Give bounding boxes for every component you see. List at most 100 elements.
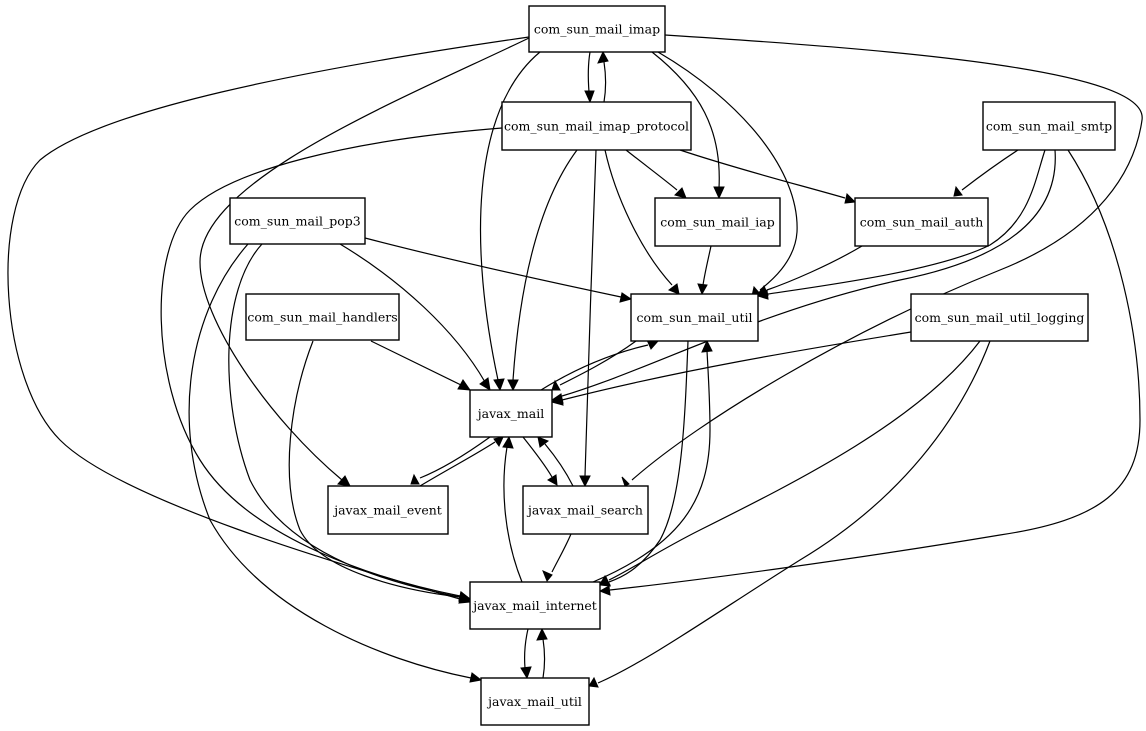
node-search: javax_mail_search xyxy=(522,485,649,535)
edge-handlers-to-internet xyxy=(288,340,472,602)
edge-event-to-javax_mail xyxy=(419,436,504,487)
node-auth: com_sun_mail_auth xyxy=(854,197,989,247)
node-box xyxy=(528,5,666,53)
arrowhead-icon xyxy=(551,379,561,391)
edge-line xyxy=(584,149,597,477)
arrowhead-icon xyxy=(507,379,519,392)
arrowhead-icon xyxy=(457,379,472,391)
edge-line xyxy=(544,443,574,487)
arrowhead-icon xyxy=(844,193,857,204)
arrowhead-icon xyxy=(550,395,564,406)
edge-line xyxy=(625,149,678,191)
edge-pop3-to-util xyxy=(364,237,633,303)
arrowhead-icon xyxy=(520,666,532,680)
edge-imap_protocol-to-iap xyxy=(625,149,687,199)
edge-search-to-javax_mail xyxy=(537,436,574,487)
arrowhead-icon xyxy=(584,90,595,104)
arrowhead-icon xyxy=(469,672,483,683)
edge-search-to-internet xyxy=(542,533,572,582)
node-box xyxy=(630,293,759,342)
arrowhead-icon xyxy=(599,575,611,586)
arrowhead-icon xyxy=(493,436,504,448)
edge-internet-to-javax_mail xyxy=(502,435,523,583)
arrowhead-icon xyxy=(502,435,514,449)
node-javax-util: javax_mail_util xyxy=(480,677,590,726)
edge-pop3-to-javax_mail xyxy=(339,243,491,391)
edge-imap-to-util xyxy=(657,51,798,297)
edge-javax_util-to-internet xyxy=(536,627,548,679)
arrowhead-icon xyxy=(458,591,472,602)
edge-line xyxy=(479,51,541,381)
edge-line xyxy=(608,340,981,581)
edge-line xyxy=(631,34,1143,481)
edge-line xyxy=(597,340,991,684)
edge-smtp-to-internet xyxy=(598,149,1141,596)
edge-util_logging-to-javax_util xyxy=(588,340,991,688)
edge-line xyxy=(228,243,461,598)
node-label: javax_mail_util xyxy=(486,694,582,709)
node-box xyxy=(229,197,366,245)
node-util: com_sun_mail_util xyxy=(630,293,759,342)
node-label: com_sun_mail_iap xyxy=(660,215,774,230)
edge-line xyxy=(419,436,491,479)
node-label: javax_mail_search xyxy=(526,503,643,518)
edge-line xyxy=(364,237,622,298)
arrowhead-icon xyxy=(953,185,963,197)
edge-line xyxy=(767,149,1046,295)
edge-imap_protocol-to-search xyxy=(579,149,597,488)
arrowhead-icon xyxy=(597,50,609,64)
node-label: com_sun_mail_imap xyxy=(534,22,660,37)
edge-line xyxy=(522,436,553,478)
arrowhead-icon xyxy=(493,378,505,392)
edge-line xyxy=(608,340,689,583)
node-box xyxy=(480,677,590,726)
edges-layer xyxy=(7,34,1143,688)
node-label: com_sun_mail_handlers xyxy=(247,310,397,325)
edge-imap_protocol-to-imap xyxy=(597,50,609,103)
node-label: com_sun_mail_util_logging xyxy=(915,310,1085,325)
arrowhead-icon xyxy=(588,676,599,688)
node-internet: javax_mail_internet xyxy=(469,581,601,630)
edge-line xyxy=(657,51,798,291)
node-label: com_sun_mail_auth xyxy=(860,215,984,230)
node-javax-mail: javax_mail xyxy=(469,389,553,438)
node-imap-protocol: com_sun_mail_imap_protocol xyxy=(501,101,692,151)
node-iap: com_sun_mail_iap xyxy=(654,197,781,247)
edge-smtp-to-auth xyxy=(953,149,1019,197)
arrowhead-icon xyxy=(619,292,633,303)
edge-line xyxy=(561,149,1056,397)
arrowhead-icon xyxy=(667,283,680,295)
node-box xyxy=(654,197,781,247)
edge-imap-to-javax_mail xyxy=(479,51,541,392)
arrowhead-icon xyxy=(697,283,708,296)
arrowhead-icon xyxy=(598,585,611,596)
node-label: com_sun_mail_imap_protocol xyxy=(504,119,689,134)
node-smtp: com_sun_mail_smtp xyxy=(982,101,1116,151)
edge-line xyxy=(961,149,1019,191)
edge-pop3-to-javax_util xyxy=(188,243,483,683)
node-box xyxy=(245,293,400,341)
edge-javax_mail-to-util xyxy=(540,339,660,391)
edge-line xyxy=(603,61,607,103)
edge-internet-to-util xyxy=(592,339,713,583)
edge-line xyxy=(702,245,712,286)
node-label: com_sun_mail_smtp xyxy=(986,119,1112,134)
node-label: com_sun_mail_pop3 xyxy=(234,214,360,229)
edge-imap-to-search xyxy=(621,34,1143,487)
node-box xyxy=(854,197,989,247)
arrowhead-icon xyxy=(479,377,491,391)
edge-line xyxy=(651,51,720,189)
edge-line xyxy=(288,340,461,598)
edge-line xyxy=(512,149,578,381)
node-imap: com_sun_mail_imap xyxy=(528,5,666,53)
edge-line xyxy=(592,350,711,583)
edge-line xyxy=(199,37,530,481)
node-box xyxy=(910,293,1089,342)
node-label: javax_mail xyxy=(476,406,544,421)
edge-util_logging-to-javax_mail xyxy=(550,331,912,406)
edge-imap_protocol-to-util xyxy=(604,149,680,295)
edge-line xyxy=(604,149,673,286)
arrowhead-icon xyxy=(674,187,687,199)
edge-line xyxy=(679,149,846,199)
